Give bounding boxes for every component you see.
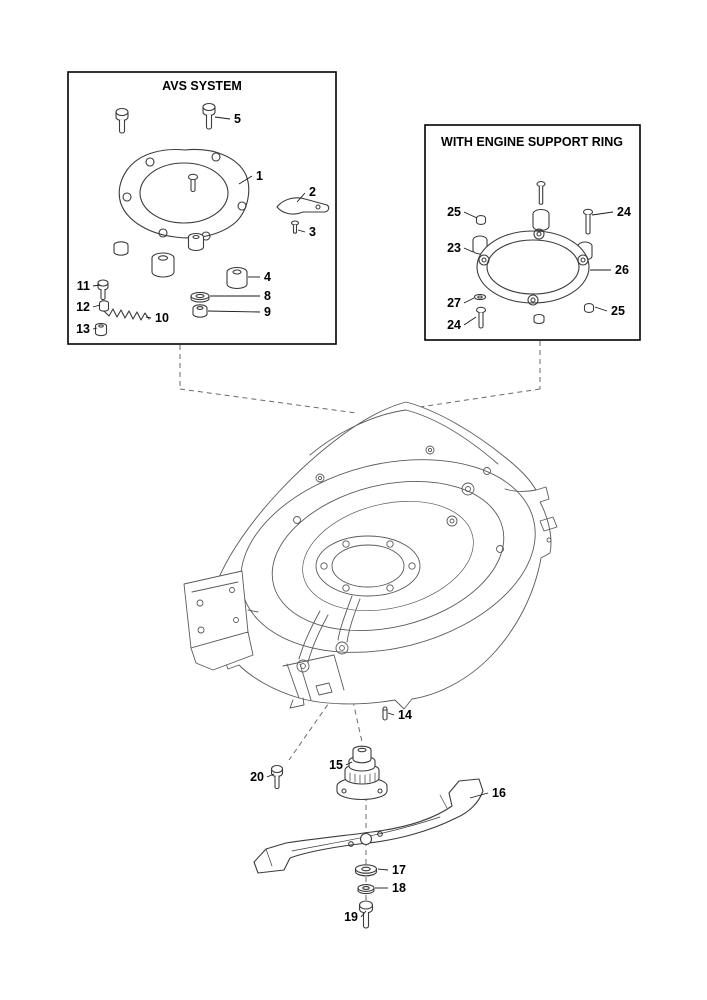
part-19-bolt	[358, 900, 374, 929]
part-24-bolt-bottom	[475, 306, 487, 329]
deck-hub	[315, 535, 421, 597]
part-18-washer	[357, 884, 375, 895]
part-4-damper	[226, 266, 248, 290]
avs-system-panel: AVS SYSTEM	[67, 71, 337, 345]
part-label-11: 11	[77, 279, 90, 293]
avs-leader-lines	[92, 116, 306, 330]
part-4-damper-left	[151, 252, 175, 278]
avs-system-title: AVS SYSTEM	[162, 79, 242, 93]
part-label-15: 15	[329, 758, 343, 772]
part-label-8: 8	[264, 289, 271, 303]
engine-support-ring-panel: WITH ENGINE SUPPORT RING	[424, 124, 641, 341]
center-stud-bolt	[536, 181, 546, 205]
support-leader-lines	[463, 211, 614, 326]
part-label-19: 19	[344, 910, 358, 924]
part-label-26: 26	[615, 263, 629, 277]
part-label-27: 27	[447, 296, 461, 310]
part-13-nut	[94, 322, 108, 337]
part-label-23: 23	[447, 241, 461, 255]
part-5-bolt-right	[202, 102, 216, 130]
part-label-10: 10	[155, 311, 169, 325]
part-label-5: 5	[234, 112, 241, 126]
part-8-washer	[190, 291, 210, 303]
part-25-nut-top	[475, 215, 487, 225]
part-17-washer	[354, 864, 378, 877]
part-label-17: 17	[392, 863, 406, 877]
part-label-14: 14	[398, 708, 412, 722]
part-label-4: 4	[264, 270, 271, 284]
deck-detail-holes	[293, 445, 558, 553]
part-label-24-top: 24	[617, 205, 631, 219]
part-label-16: 16	[492, 786, 506, 800]
part-label-25-top: 25	[447, 205, 461, 219]
part-27-washer	[473, 293, 487, 301]
part-20-bolt	[270, 764, 284, 790]
mower-deck-drawing	[183, 401, 558, 710]
part-4-damper-small	[113, 241, 129, 256]
part-2-bracket	[276, 197, 330, 215]
part-15-blade-hub	[336, 745, 388, 801]
part-label-18: 18	[392, 881, 406, 895]
nut-bottom-center	[533, 313, 545, 325]
part-label-25-bottom: 25	[611, 304, 625, 318]
part-label-1: 1	[256, 169, 263, 183]
part-10-spring	[103, 308, 150, 321]
spacer-top	[532, 208, 550, 232]
part-4-damper-top	[187, 232, 205, 252]
part-11-bolt	[97, 279, 109, 301]
part-label-9: 9	[264, 305, 271, 319]
part-9-nut	[192, 304, 208, 318]
part-label-3: 3	[309, 225, 316, 239]
part-label-20: 20	[250, 770, 264, 784]
engine-support-ring-title: WITH ENGINE SUPPORT RING	[441, 135, 623, 149]
part-24-bolt-top	[582, 208, 594, 235]
part-1-avs-ring	[118, 148, 250, 241]
deck-support-arms	[296, 595, 361, 673]
deck-left-mounting-plate	[183, 570, 259, 671]
part-23-support-ring	[476, 228, 590, 306]
part-12-spacer	[98, 300, 110, 312]
deck-front-bracket	[282, 654, 345, 709]
part-14-pin	[382, 706, 388, 721]
part-label-12: 12	[76, 300, 90, 314]
avs-system-box	[67, 71, 337, 345]
blade-leader-lines	[266, 712, 489, 918]
part-3-screw	[290, 220, 300, 234]
part-label-13: 13	[76, 322, 90, 336]
engine-support-ring-box	[424, 124, 641, 341]
part-25-nut-bottom	[583, 303, 595, 313]
part-label-24-bottom: 24	[447, 318, 461, 332]
part-label-2: 2	[309, 185, 316, 199]
part-5-bolt-left	[115, 107, 129, 134]
